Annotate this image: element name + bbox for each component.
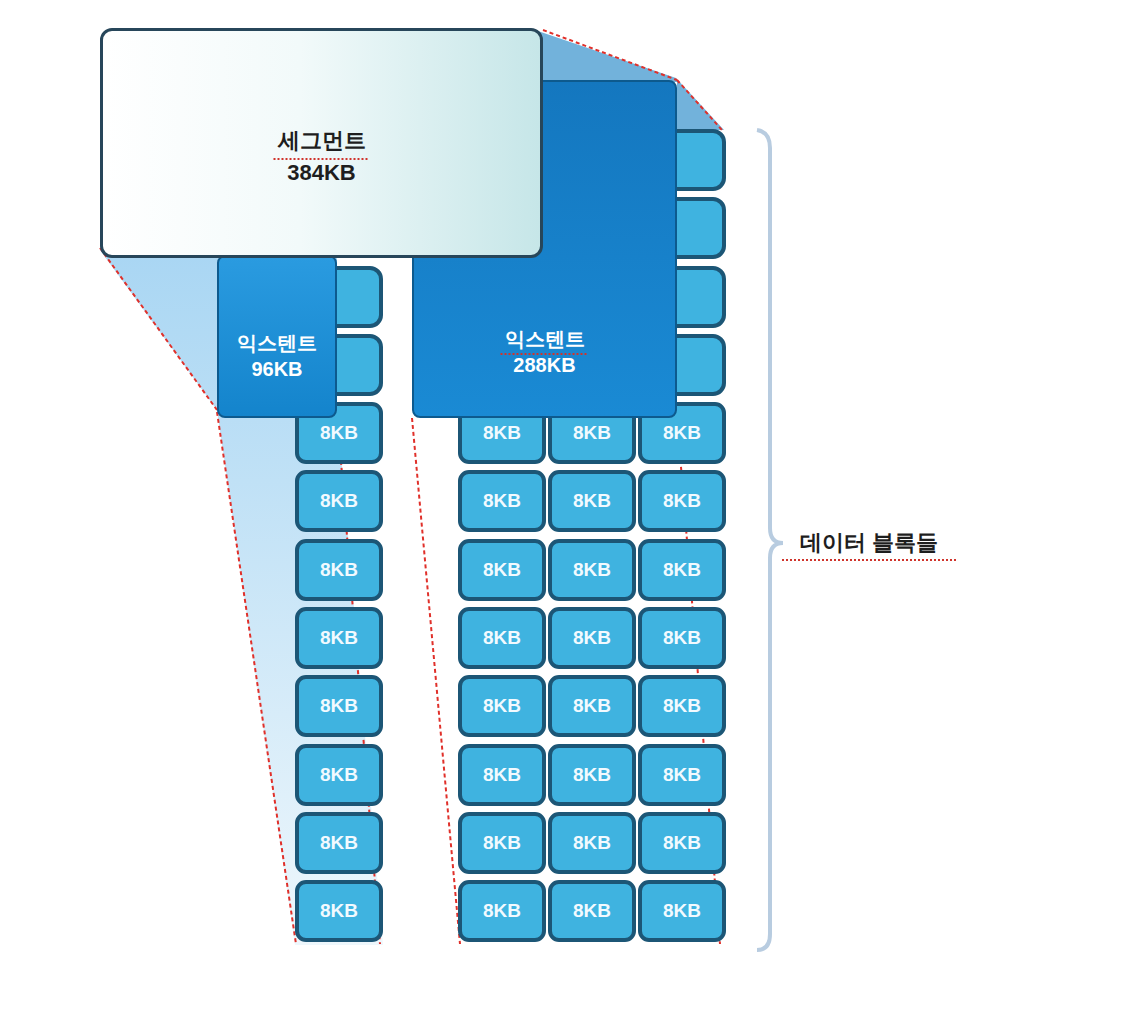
data-block: 8KB: [638, 880, 726, 942]
data-block: 8KB: [458, 880, 546, 942]
data-block: 8KB: [295, 675, 383, 737]
data-block: 8KB: [638, 675, 726, 737]
data-block: 8KB: [548, 539, 636, 601]
data-block: 8KB: [548, 744, 636, 806]
data-block: 8KB: [295, 880, 383, 942]
group-label: 데이터 블록들: [800, 528, 938, 558]
data-block: 8KB: [295, 539, 383, 601]
node-title: 8KB: [320, 422, 358, 444]
size-text: 96KB: [251, 356, 302, 382]
data-block: 8KB: [548, 812, 636, 874]
node-title: 8KB: [320, 490, 358, 512]
node-title: 8KB: [573, 490, 611, 512]
node-title: 8KB: [320, 900, 358, 922]
extent-box: 익스텐트96KB: [217, 255, 337, 418]
size-text: 288KB: [513, 352, 575, 378]
data-block: 8KB: [638, 744, 726, 806]
node-title: 8KB: [320, 832, 358, 854]
data-block: 8KB: [548, 470, 636, 532]
node-title: 8KB: [573, 422, 611, 444]
data-block: 8KB: [458, 607, 546, 669]
spell-underline: [782, 559, 956, 561]
data-block: 8KB: [458, 812, 546, 874]
data-block: 8KB: [638, 812, 726, 874]
node-title: 8KB: [483, 627, 521, 649]
node-title: 8KB: [483, 490, 521, 512]
data-block: 8KB: [458, 539, 546, 601]
node-title: 8KB: [320, 764, 358, 786]
node-title: 8KB: [573, 900, 611, 922]
node-title: 8KB: [663, 695, 701, 717]
node-title: 8KB: [663, 627, 701, 649]
node-title: 8KB: [483, 764, 521, 786]
data-block: 8KB: [548, 607, 636, 669]
data-block: 8KB: [295, 470, 383, 532]
data-block: 8KB: [458, 675, 546, 737]
node-title: 8KB: [573, 559, 611, 581]
node-title: 8KB: [663, 900, 701, 922]
node-title: 8KB: [483, 832, 521, 854]
size-text: 384KB: [287, 157, 355, 189]
node-title: 8KB: [483, 559, 521, 581]
node-title: 8KB: [573, 764, 611, 786]
data-block: 8KB: [295, 744, 383, 806]
node-title: 8KB: [320, 559, 358, 581]
node-title: 익스텐트: [505, 326, 585, 352]
node-title: 8KB: [320, 695, 358, 717]
projection-fill: [100, 250, 383, 945]
data-block: 8KB: [548, 675, 636, 737]
node-title: 8KB: [663, 832, 701, 854]
node-title: 세그먼트: [278, 125, 366, 157]
data-block: 8KB: [295, 812, 383, 874]
node-title: 8KB: [663, 559, 701, 581]
data-block: 8KB: [458, 744, 546, 806]
segment-box: 세그먼트384KB: [100, 28, 543, 258]
node-title: 익스텐트: [237, 330, 317, 356]
data-block: 8KB: [548, 880, 636, 942]
node-title: 8KB: [573, 627, 611, 649]
data-block: 8KB: [638, 470, 726, 532]
data-block: 8KB: [295, 607, 383, 669]
data-block: 8KB: [458, 470, 546, 532]
node-title: 8KB: [483, 900, 521, 922]
node-title: 8KB: [483, 422, 521, 444]
node-title: 8KB: [663, 764, 701, 786]
data-block: 8KB: [638, 539, 726, 601]
data-block: 8KB: [638, 607, 726, 669]
node-title: 8KB: [320, 627, 358, 649]
node-title: 8KB: [483, 695, 521, 717]
bracket: [757, 130, 783, 950]
node-title: 8KB: [573, 695, 611, 717]
node-title: 8KB: [663, 490, 701, 512]
node-title: 8KB: [573, 832, 611, 854]
node-title: 8KB: [663, 422, 701, 444]
